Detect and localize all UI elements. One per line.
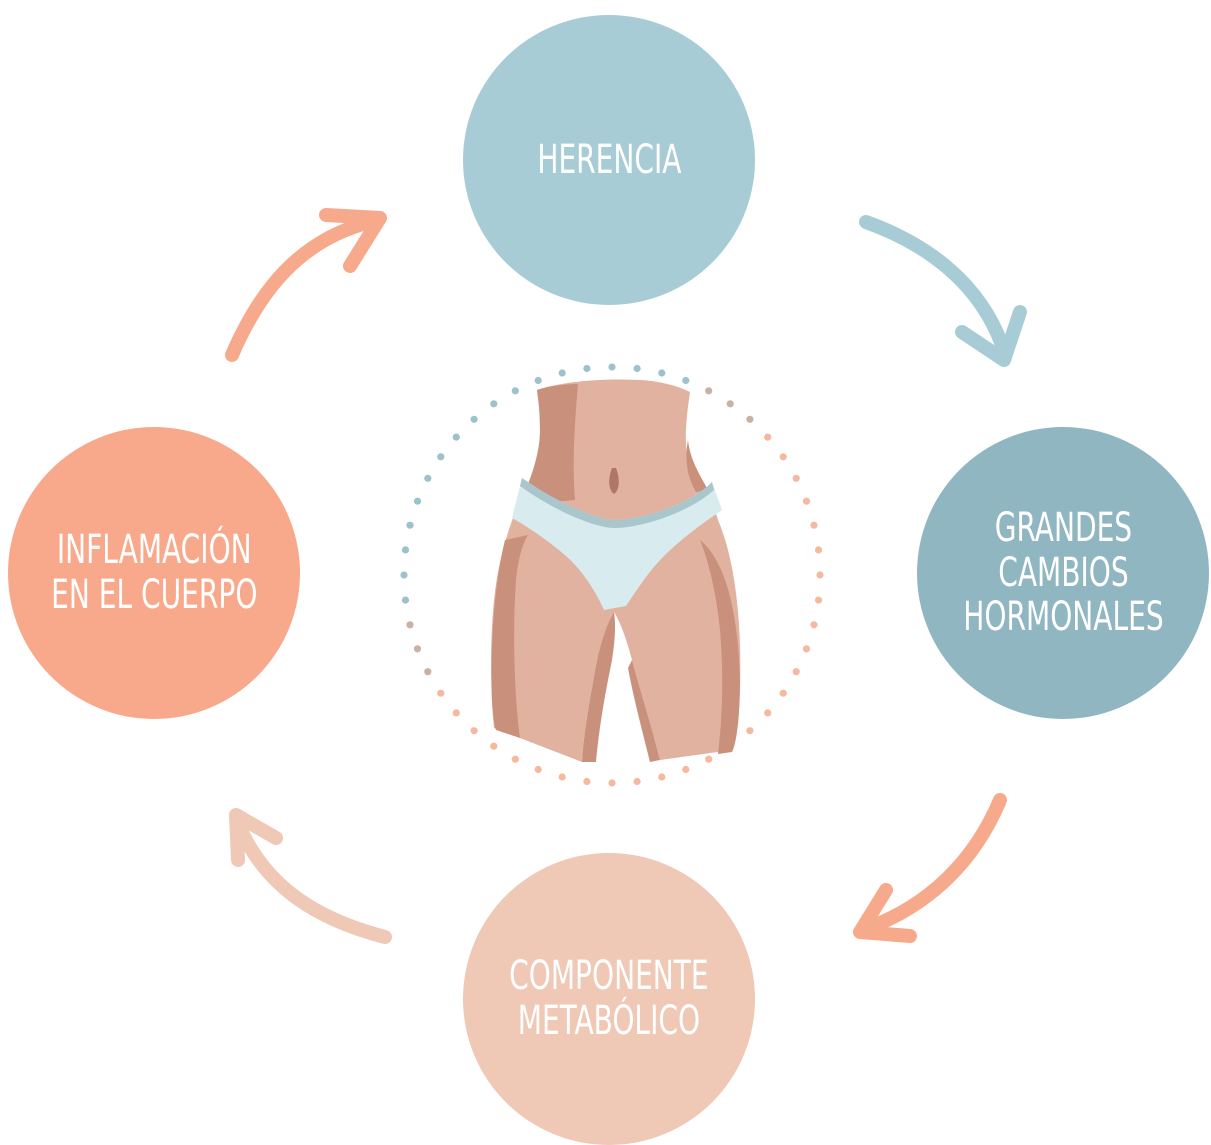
ring-dot [512,387,519,394]
ring-dot [406,522,413,529]
ring-dot [793,475,800,482]
ring-dot [803,645,810,652]
ring-dot [437,690,444,697]
ring-dot [764,709,771,716]
ring-dot [705,387,712,394]
ring-dot [414,498,421,505]
ring-dot [727,400,734,407]
ring-dot [559,369,566,376]
ring-dot [406,621,413,628]
ring-dot [803,498,810,505]
ring-dot [453,434,460,441]
ring-dot [535,377,542,384]
ring-dot [705,756,712,763]
ring-dot [400,571,407,578]
ring-dot [746,727,753,734]
ring-dot [682,377,689,384]
node-componente-metabolico: COMPONENTE METABÓLICO [463,853,755,1145]
node-hormonales-label: GRANDES CAMBIOS HORMONALES [963,506,1163,640]
ring-dot [583,365,590,372]
ring-dot [658,369,665,376]
ring-dot [793,668,800,675]
body-torso-illustration [491,379,740,762]
arrow-metabolico-to-inflamacion [236,815,385,937]
ring-dot [437,453,444,460]
ring-dot [815,546,822,553]
ring-dot [535,766,542,773]
ring-dot [471,727,478,734]
ring-dot [490,400,497,407]
ring-dot [402,546,409,553]
ring-dot [490,743,497,750]
ring-dot [608,779,615,786]
ring-dot [764,434,771,441]
ring-dot [810,621,817,628]
ring-dot [608,363,615,370]
ring-dot [583,778,590,785]
node-grandes-cambios-hormonales: GRANDES CAMBIOS HORMONALES [917,427,1209,719]
ring-dot [471,416,478,423]
arrow-inflamacion-to-herencia [232,215,380,355]
ring-dot [453,709,460,716]
ring-dot [512,756,519,763]
ring-dot [559,773,566,780]
ring-dot [816,571,823,578]
ring-dot [746,416,753,423]
arrow-herencia-to-hormonales [866,222,1020,360]
ring-dot [402,597,409,604]
node-herencia: HERENCIA [463,15,755,305]
ring-dot [658,773,665,780]
ring-dot [424,668,431,675]
ring-dot [634,365,641,372]
ring-dot [424,475,431,482]
node-metabolico-label: COMPONENTE METABÓLICO [509,954,709,1044]
ring-dot [780,690,787,697]
ring-dot [815,597,822,604]
ring-dot [780,453,787,460]
node-inflamacion-en-el-cuerpo: INFLAMACIÓN EN EL CUERPO [8,427,300,719]
ring-dot [682,766,689,773]
ring-dot [810,522,817,529]
node-herencia-label: HERENCIA [537,138,681,183]
node-inflamacion-label: INFLAMACIÓN EN EL CUERPO [51,528,257,618]
arrow-hormonales-to-metabolico [860,800,1000,936]
ring-dot [414,645,421,652]
ring-dot [634,778,641,785]
